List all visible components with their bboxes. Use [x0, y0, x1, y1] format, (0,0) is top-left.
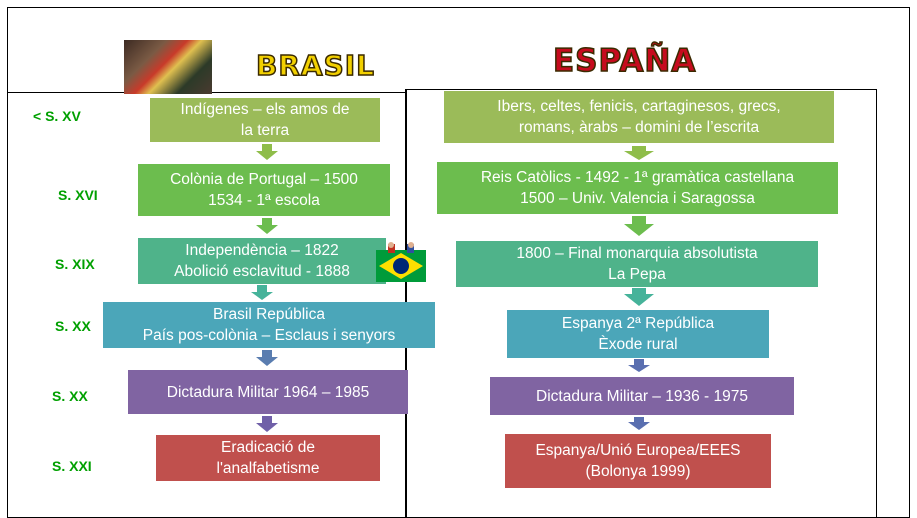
century-label-xvi: S. XVI: [58, 187, 98, 203]
box-line: Dictadura Militar 1964 – 1985: [166, 383, 370, 401]
box-line: Independència – 1822: [185, 242, 339, 259]
box-line: Indígenes – els amos de: [180, 101, 350, 118]
brasil-box-republica: Brasil República País pos-colònia – Escl…: [103, 302, 435, 348]
box-line: 1800 – Final monarquia absolutista: [516, 245, 758, 262]
box-line: La Pepa: [608, 266, 666, 283]
box-line: Eradicació de: [221, 439, 315, 456]
brasil-box-colonia: Colònia de Portugal – 1500 1534 - 1ª esc…: [138, 164, 390, 216]
brasil-box-indigenes: Indígenes – els amos de la terra: [150, 98, 380, 142]
box-line: Èxode rural: [598, 336, 678, 353]
espana-box-reis-catolics: Reis Catòlics - 1492 - 1ª gramàtica cast…: [437, 162, 838, 214]
box-line: 1534 - 1ª escola: [208, 192, 320, 209]
espana-box-1800: 1800 – Final monarquia absolutista La Pe…: [456, 241, 818, 287]
down-arrow-icon: [256, 350, 278, 366]
century-label-xv: < S. XV: [33, 108, 81, 124]
box-line: Ibers, celtes, fenicis, cartaginesos, gr…: [497, 98, 781, 115]
century-label-xx-1: S. XX: [55, 318, 91, 334]
down-arrow-icon: [624, 288, 654, 306]
protest-photo-icon: [124, 40, 212, 94]
box-line: Brasil República: [213, 306, 325, 323]
box-line: Abolició esclavitud - 1888: [174, 263, 350, 280]
down-arrow-icon: [256, 416, 278, 432]
brazil-flag-icon: [374, 242, 428, 284]
down-arrow-icon: [256, 218, 278, 234]
box-line: (Bolonya 1999): [585, 463, 691, 480]
espana-box-republica: Espanya 2ª República Èxode rural: [507, 310, 769, 358]
down-arrow-icon: [251, 285, 273, 300]
espana-box-ue: Espanya/Unió Europea/EEES (Bolonya 1999): [505, 434, 771, 488]
box-line: romans, àrabs – domini de l’escrita: [518, 119, 760, 136]
century-label-xix: S. XIX: [55, 256, 95, 272]
box-line: Espanya 2ª República: [561, 315, 715, 332]
down-arrow-icon: [624, 146, 654, 160]
box-line: Dictadura Militar – 1936 - 1975: [536, 387, 748, 405]
down-arrow-icon: [628, 417, 650, 430]
box-line: 1500 – Univ. Valencia i Saragossa: [520, 190, 755, 207]
brasil-title: BRASIL: [255, 48, 375, 83]
espana-title: ESPAÑA: [552, 42, 697, 80]
brasil-box-independencia: Independència – 1822 Abolició esclavitud…: [138, 238, 386, 284]
box-line: la terra: [240, 122, 290, 139]
espana-box-dictadura: Dictadura Militar – 1936 - 1975: [490, 377, 794, 415]
down-arrow-icon: [624, 216, 654, 236]
box-line: Reis Catòlics - 1492 - 1ª gramàtica cast…: [480, 169, 795, 186]
espana-box-ibers: Ibers, celtes, fenicis, cartaginesos, gr…: [444, 91, 834, 143]
brasil-box-eradicacio: Eradicació de l'analfabetisme: [156, 435, 380, 481]
century-label-xxi: S. XXI: [52, 458, 92, 474]
box-line: Espanya/Unió Europea/EEES: [535, 442, 741, 459]
brasil-box-dictadura: Dictadura Militar 1964 – 1985: [128, 370, 408, 414]
box-line: l'analfabetisme: [216, 460, 320, 477]
down-arrow-icon: [628, 359, 650, 372]
box-line: Colònia de Portugal – 1500: [170, 171, 358, 188]
box-line: País pos-colònia – Esclaus i senyors: [142, 327, 396, 344]
down-arrow-icon: [256, 144, 278, 160]
century-label-xx-2: S. XX: [52, 388, 88, 404]
